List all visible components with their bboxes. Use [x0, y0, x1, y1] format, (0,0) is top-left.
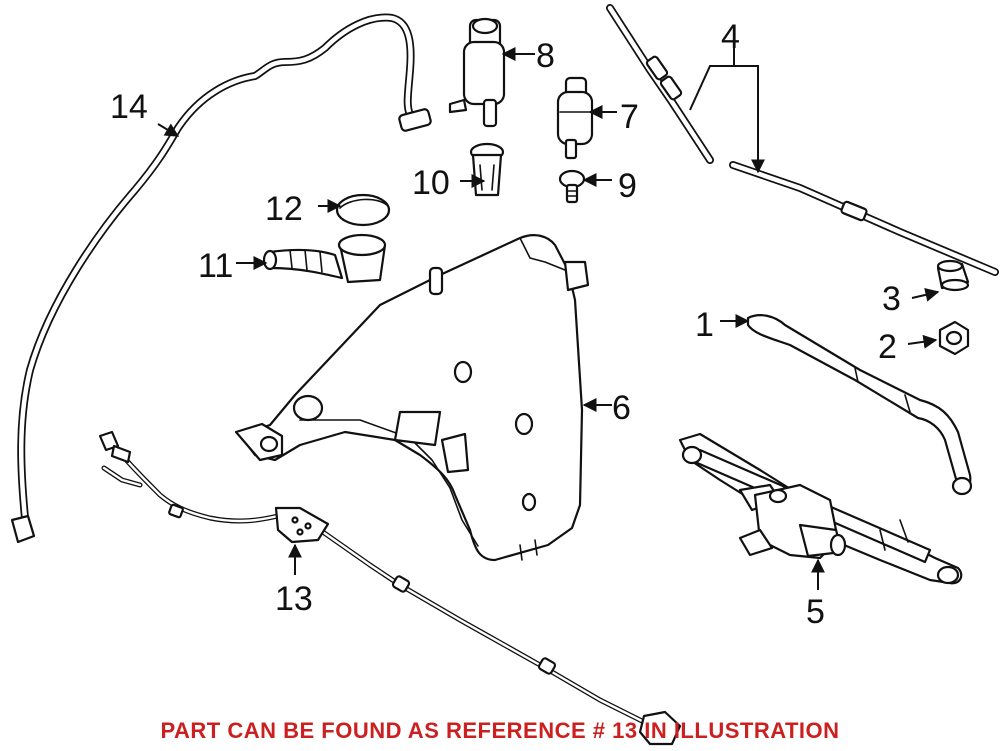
callout-14: 14 [110, 88, 148, 126]
filler-cap-part [335, 193, 391, 227]
wiper-linkage-motor-part [678, 432, 963, 585]
callout-12: 12 [265, 190, 303, 228]
callout-8: 8 [536, 37, 555, 75]
wiper-arm-part [746, 314, 973, 496]
callout-7: 7 [620, 98, 639, 136]
reference-note: PART CAN BE FOUND AS REFERENCE # 13 IN I… [160, 718, 840, 743]
wiper-arm-nut-part [938, 320, 970, 356]
screw-part [558, 169, 586, 204]
wiper-blades-part [606, 4, 999, 276]
callout-10: 10 [412, 164, 450, 202]
washer-hose-part [10, 13, 432, 544]
callout-6: 6 [612, 389, 631, 427]
wiper-arm-cap-part [936, 259, 970, 292]
leader-lines [157, 45, 940, 590]
callout-5: 5 [806, 593, 825, 631]
washer-reservoir-part [234, 234, 590, 562]
callout-2: 2 [878, 328, 897, 366]
washer-pump-upper-part [448, 17, 506, 128]
callout-13: 13 [275, 580, 313, 618]
grommet-part [469, 142, 505, 197]
callout-11: 11 [198, 247, 233, 285]
filler-neck-part [262, 233, 387, 284]
washer-pump-lower-part [556, 76, 594, 160]
callout-1: 1 [695, 306, 714, 344]
callout-4: 4 [721, 18, 740, 56]
callout-9: 9 [618, 167, 637, 205]
callout-labels: 1 2 3 4 5 6 7 8 9 10 11 12 13 14 [110, 18, 901, 631]
wiring-harness-part [98, 430, 682, 746]
callout-3: 3 [882, 280, 901, 318]
